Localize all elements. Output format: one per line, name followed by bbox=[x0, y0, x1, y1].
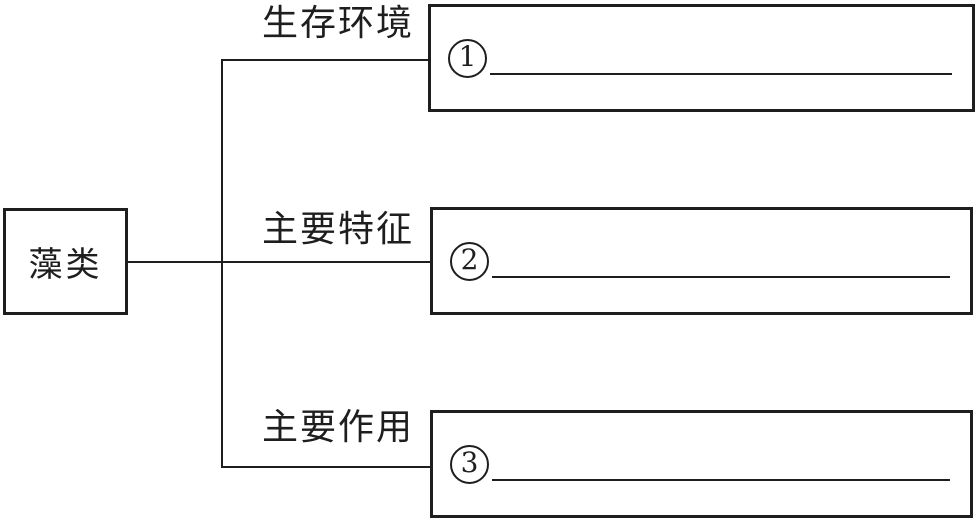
answer-blank-2 bbox=[492, 276, 950, 278]
answer-box-characteristics: 2 bbox=[430, 207, 973, 315]
circled-number-2-icon: 2 bbox=[450, 241, 489, 281]
trunk-line bbox=[221, 59, 223, 468]
answer-box-environment: 1 bbox=[428, 4, 975, 112]
branch-label-characteristics: 主要特征 bbox=[262, 209, 415, 250]
answer-box-functions: 3 bbox=[430, 410, 973, 518]
root-connector-line bbox=[126, 261, 223, 263]
answer-blank-3 bbox=[492, 479, 950, 481]
circled-number-1-icon: 1 bbox=[448, 38, 487, 78]
branch-label-environment: 生存环境 bbox=[262, 3, 415, 44]
answer-blank-1 bbox=[490, 73, 952, 75]
branch-label-functions: 主要作用 bbox=[262, 407, 415, 448]
branch-line-characteristics bbox=[221, 261, 430, 263]
branch-line-environment bbox=[221, 59, 428, 61]
root-node-algae: 藻类 bbox=[3, 208, 128, 315]
circled-number-3-icon: 3 bbox=[450, 444, 489, 484]
branch-line-functions bbox=[221, 466, 430, 468]
